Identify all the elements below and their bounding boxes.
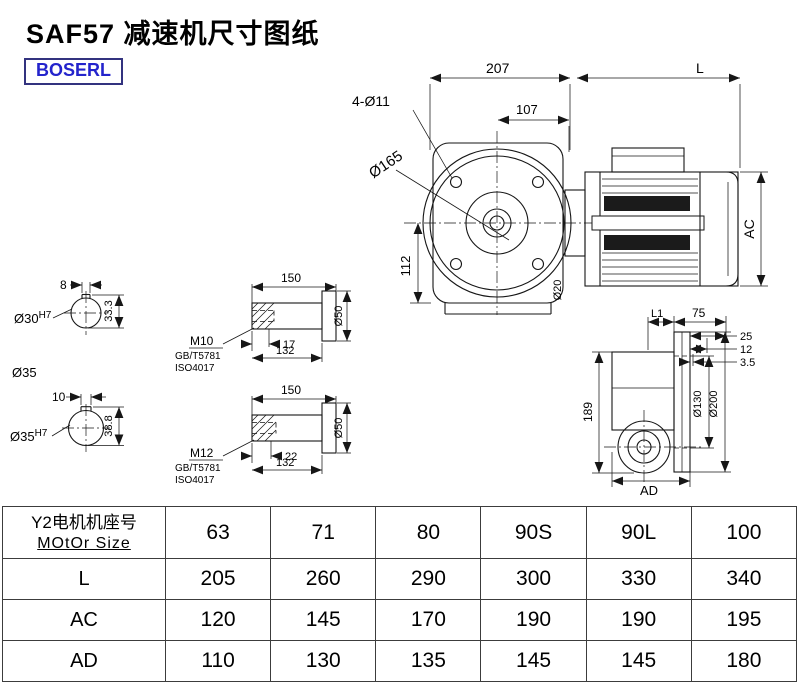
std-iso: ISO4017 (175, 475, 215, 486)
table-cell: 145 (480, 640, 587, 682)
dim-132: 132 (276, 345, 294, 357)
table-cell: 63 (164, 506, 272, 559)
table-cell: 135 (375, 640, 482, 682)
dim-130: Ø130 (692, 391, 704, 418)
stator-winding (604, 235, 690, 250)
table-cell: 120 (164, 599, 272, 641)
dim-bore-35: Ø35H7 (10, 428, 48, 444)
table-cell: 290 (375, 558, 482, 600)
thread-label-m10: M10 (190, 334, 214, 348)
technical-drawing: 207 L 107 4-Ø11 Ø165 112 AC Ø20 (10, 60, 768, 498)
motor-size-header-cell: Y2电机机座号 MOtOr Size (2, 506, 166, 559)
dim-L: L (696, 60, 704, 76)
dim-150: 150 (281, 271, 301, 285)
dim-key-width-8: 8 (60, 278, 67, 292)
shaft-section-1: 8 Ø30H7 33.3 (14, 278, 124, 335)
table-cell: 170 (375, 599, 482, 641)
table-cell: 190 (585, 599, 692, 641)
output-shaft (617, 420, 671, 474)
table-cell: 180 (690, 640, 798, 682)
shaft-section-2: 10 Ø35H7 38.8 (10, 390, 124, 452)
motor-front-view (564, 147, 739, 287)
table-cell: 71 (270, 506, 377, 559)
table-cell: 80 (375, 506, 482, 559)
dim-38-8: 38.8 (103, 415, 115, 436)
dim-AC: AC (741, 219, 757, 238)
table-header-row: Y2电机机座号 MOtOr Size 63 71 80 90S 90L 100 (2, 506, 798, 559)
dim-shaft-note: Ø20 (552, 280, 564, 301)
std-iso: ISO4017 (175, 363, 215, 374)
dim-17: 17 (283, 339, 295, 351)
dim-12: 12 (740, 344, 752, 356)
boserl-logo: BOSERL (24, 58, 124, 85)
shaft-side-view-2: 150 M12 GB/T5781 ISO4017 22 132 (175, 383, 352, 486)
table-cell: 195 (690, 599, 798, 641)
table-cell: 340 (690, 558, 798, 600)
dim-bore-30: Ø30H7 (14, 310, 52, 326)
dim-3-5: 3.5 (740, 357, 755, 369)
dim-50: Ø50 (333, 418, 345, 439)
terminal-box (611, 147, 685, 173)
page-title: SAF57 减速机尺寸图纸 (26, 19, 320, 49)
table-cell: 205 (164, 558, 272, 600)
dim-150: 150 (281, 383, 301, 397)
dim-33-3: 33.3 (103, 300, 115, 321)
table-cell: 330 (585, 558, 692, 600)
dim-key-width-10: 10 (52, 390, 66, 404)
bolt-hole (449, 175, 463, 189)
gearbox-front-view (404, 131, 592, 315)
dim-207: 207 (486, 60, 510, 76)
table-cell: 190 (480, 599, 587, 641)
motor-size-label-cn: Y2电机机座号 (31, 512, 137, 532)
table-cell: 145 (270, 599, 377, 641)
table-cell: 260 (270, 558, 377, 600)
flange-circle (422, 148, 572, 298)
dim-107: 107 (516, 102, 538, 117)
dim-solid-shaft-35: Ø35 (12, 365, 37, 380)
dim-189: 189 (581, 402, 595, 422)
std-gb: GB/T5781 (175, 463, 221, 474)
dim-50: Ø50 (333, 306, 345, 327)
dim-L1: L1 (651, 308, 663, 320)
bolt-hole (449, 257, 463, 271)
bolt-hole (531, 175, 545, 189)
thread-label-m12: M12 (190, 446, 214, 460)
dim-25: 25 (740, 331, 752, 343)
table-cell: 300 (480, 558, 587, 600)
table-cell: 130 (270, 640, 377, 682)
dim-flange-diameter: Ø165 (366, 147, 406, 182)
shaft-side-view-1: 150 M10 GB/T5781 ISO4017 17 132 (175, 271, 352, 374)
motor-size-table: Y2电机机座号 MOtOr Size 63 71 80 90S 90L 100 … (2, 506, 798, 682)
dim-22: 22 (285, 451, 297, 463)
dim-AD: AD (640, 483, 658, 498)
dim-bolt-holes: 4-Ø11 (352, 93, 390, 109)
dim-112: 112 (398, 256, 413, 277)
motor-size-label-en: MOtOr Size (37, 534, 131, 552)
stator-winding (604, 196, 690, 211)
dim-200: Ø200 (708, 391, 720, 418)
row-label: AD (2, 640, 166, 682)
motor-shaft (591, 215, 705, 231)
table-cell: 90S (480, 506, 587, 559)
front-view-dimensions: 207 L 107 4-Ø11 Ø165 112 AC Ø20 (352, 60, 768, 304)
gearbox-side-view: L1 75 25 12 3.5 189 Ø130 (581, 306, 755, 498)
row-label: AC (2, 599, 166, 641)
fan-cover (700, 171, 739, 287)
dim-75: 75 (692, 306, 706, 320)
bolt-hole (531, 257, 545, 271)
table-cell: 110 (164, 640, 272, 682)
table-cell: 145 (585, 640, 692, 682)
std-gb: GB/T5781 (175, 351, 221, 362)
dim-132: 132 (276, 457, 294, 469)
table-cell: 90L (585, 506, 692, 559)
table-row-AC: AC 120 145 170 190 190 195 (2, 599, 798, 641)
row-label: L (2, 558, 166, 600)
table-row-AD: AD 110 130 135 145 145 180 (2, 640, 798, 682)
table-row-L: L 205 260 290 300 330 340 (2, 558, 798, 600)
table-cell: 100 (690, 506, 798, 559)
